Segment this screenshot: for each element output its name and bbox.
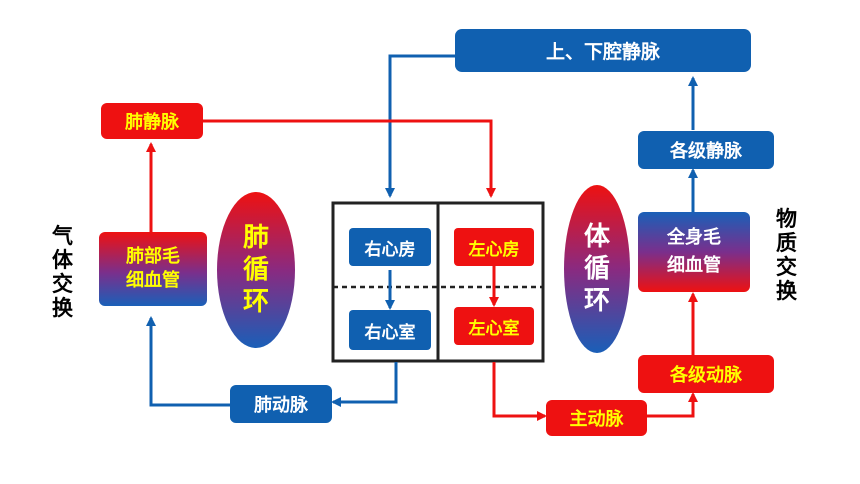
gas-exchange-char1: 气 xyxy=(52,224,73,248)
gas-exchange-char3: 交 xyxy=(52,272,73,296)
material-exchange-char4: 换 xyxy=(776,279,797,303)
pulmonary-circ-char1: 肺 xyxy=(242,223,269,253)
pulmonary-vein-to-left-atrium xyxy=(202,119,496,198)
aorta-box: 主动脉 xyxy=(546,400,647,436)
material-exchange-char1: 物 xyxy=(776,207,797,231)
body-capillary-box: 全身毛 细血管 xyxy=(638,212,750,292)
veins-box: 各级静脉 xyxy=(638,131,774,169)
vena-cava-to-right-atrium xyxy=(385,54,455,198)
pulmonary-vein-box: 肺静脉 xyxy=(101,103,203,139)
right-atrium-box: 右心房 xyxy=(349,228,431,266)
left-atrium-box: 左心房 xyxy=(454,228,534,266)
vena-cava-box: 上、下腔静脉 xyxy=(455,29,751,72)
pulmonary-capillary-box: 肺部毛 细血管 xyxy=(99,232,207,306)
left-ventricle-to-aorta xyxy=(492,362,547,421)
pulmonary-circ-char3: 环 xyxy=(242,287,269,317)
body-capillary-line2: 细血管 xyxy=(667,255,721,276)
systemic-circulation-oval: 体 循 环 xyxy=(564,185,630,353)
left-ventricle-box: 左心室 xyxy=(454,307,534,345)
material-exchange-label: 物 质 交 换 xyxy=(776,207,797,303)
aorta-to-arteries xyxy=(647,392,698,418)
right-ventricle-to-pulmonary-artery xyxy=(331,362,398,407)
material-exchange-char2: 质 xyxy=(776,231,797,255)
pulmonary-capillary-line1: 肺部毛 xyxy=(126,246,180,267)
pulmonary-circ-char2: 循 xyxy=(242,255,269,285)
systemic-circ-char2: 循 xyxy=(583,254,610,284)
pulmonary-artery-to-capillary xyxy=(146,316,230,407)
right-ventricle-box: 右心室 xyxy=(349,310,431,350)
pulmonary-circulation-oval: 肺 循 环 xyxy=(217,192,295,348)
body-capillary-line1: 全身毛 xyxy=(667,227,721,248)
gas-exchange-char2: 体 xyxy=(52,248,73,272)
arteries-box: 各级动脉 xyxy=(638,355,774,393)
gas-exchange-char4: 换 xyxy=(52,296,73,320)
pulmonary-capillary-line2: 细血管 xyxy=(126,270,180,291)
gas-exchange-label: 气 体 交 换 xyxy=(52,224,73,320)
material-exchange-char3: 交 xyxy=(776,255,797,279)
pulmonary-artery-box: 肺动脉 xyxy=(230,385,332,423)
systemic-circ-char3: 环 xyxy=(583,286,610,316)
systemic-circ-char1: 体 xyxy=(583,222,610,252)
